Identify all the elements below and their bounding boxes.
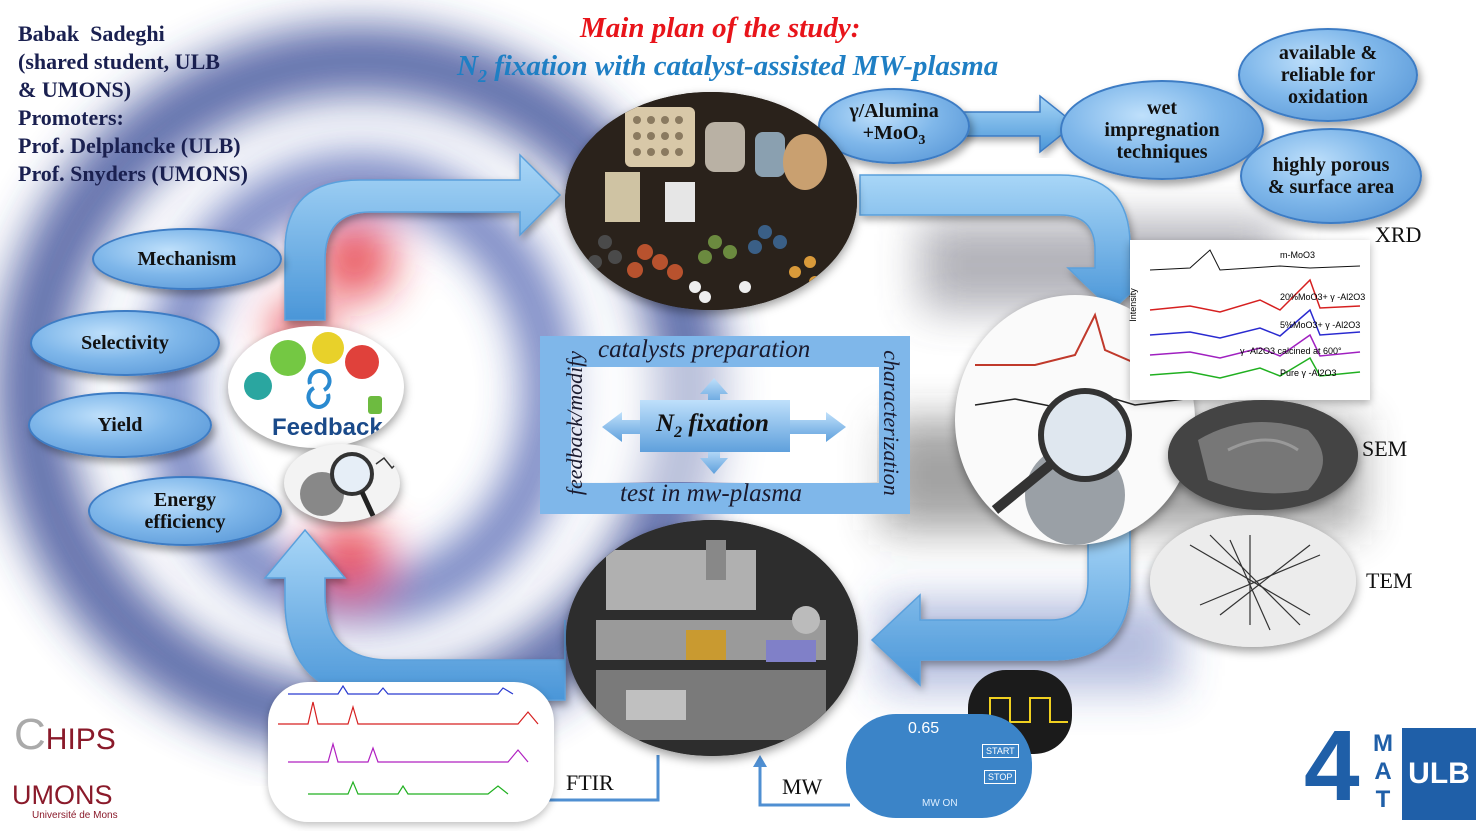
umons-subtitle: Université de Mons	[32, 810, 118, 821]
chips-c: C	[14, 710, 46, 759]
umons-logo: UMONS	[12, 780, 113, 810]
sem-illustration	[1168, 400, 1358, 510]
chips-logo: CHIPS	[14, 710, 116, 760]
xrd-label-calcined: γ -Al2O3 calcined at 600°	[1240, 346, 1342, 356]
arrow-bottom-right	[870, 519, 1131, 687]
mw-bottom-text: MW ON	[922, 798, 958, 809]
label-tem: TEM	[1366, 568, 1413, 593]
title-line2: N2 fixation with catalyst-assisted MW-pl…	[457, 50, 999, 86]
fourmat-ulb-logo: 4 MAT ULB	[1304, 716, 1476, 820]
ellipse-label: Yield	[97, 414, 143, 436]
xrd-label-pure: Pure γ -Al2O3	[1280, 368, 1337, 378]
ellipse-mechanism: Mechanism	[92, 228, 282, 290]
mw-start-button: START	[982, 744, 1019, 758]
molecule-magnifier-small	[284, 444, 400, 522]
center-n2-fixation: N2 fixation	[656, 410, 769, 441]
ellipse-yield: Yield	[28, 392, 212, 458]
ftir-connector	[512, 755, 660, 802]
ellipse-label: highly porous & surface area	[1267, 154, 1395, 198]
ellipse-available-reliable: available & reliable for oxidation	[1238, 28, 1418, 122]
arrow-top-left	[284, 153, 562, 321]
xrd-label-mmoo3: m-MoO3	[1280, 250, 1316, 260]
feedback-word: Feedback	[272, 414, 383, 441]
magnifier-illustration	[300, 452, 399, 520]
xrd-plot	[1149, 249, 1361, 379]
authors-block: Babak Sadeghi (shared student, ULB & UMO…	[18, 21, 248, 186]
xrd-label-5: 5%MoO3+ γ -Al2O3	[1280, 320, 1361, 330]
ellipse-energy-efficiency: Energy efficiency	[88, 476, 282, 546]
feedback-image: Feedback	[228, 326, 404, 448]
mw-connector	[758, 765, 850, 807]
title-line1: Main plan of the study:	[580, 12, 861, 44]
pellets-illustration	[565, 92, 857, 310]
mw-reading: 0.65	[908, 720, 940, 737]
characterization-illustration	[974, 312, 1186, 545]
ellipse-label: available & reliable for oxidation	[1278, 42, 1378, 108]
xrd-label-20: 20%MoO3+ γ -Al2O3	[1280, 292, 1366, 302]
label-xrd: XRD	[1375, 222, 1422, 247]
ftir-plot	[278, 684, 539, 795]
ellipse-label: Selectivity	[81, 332, 169, 354]
tem-image	[1150, 515, 1356, 647]
label-mw: MW	[782, 774, 823, 799]
ftir-spectra	[268, 682, 554, 822]
catalyst-line2: +MoO3	[862, 122, 926, 148]
catalyst-line1: γ/Alumina	[849, 100, 939, 122]
sem-image	[1168, 400, 1358, 510]
ellipse-highly-porous: highly porous & surface area	[1240, 128, 1422, 224]
label-ftir: FTIR	[566, 770, 614, 795]
cycle-top-label: catalysts preparation	[598, 336, 811, 363]
fourmat-4: 4	[1304, 710, 1360, 822]
ellipse-selectivity: Selectivity	[30, 310, 220, 376]
ellipse-label: Mechanism	[137, 248, 237, 270]
catalyst-pellets-photo	[565, 92, 857, 310]
ellipse-label: Energy efficiency	[144, 489, 226, 533]
fourmat-letters: MAT	[1373, 730, 1393, 813]
feedback-illustration	[244, 332, 382, 414]
xrd-chart: m-MoO3 20%MoO3+ γ -Al2O3 5%MoO3+ γ -Al2O…	[1128, 240, 1370, 400]
reactor-illustration	[566, 520, 858, 756]
ellipse-label: wet impregnation techniques	[1104, 97, 1220, 163]
ulb-text: ULB	[1408, 757, 1470, 790]
ellipse-catalyst: γ/Alumina +MoO3	[818, 88, 970, 164]
mw-stop-button: STOP	[984, 770, 1017, 784]
tem-illustration	[1150, 515, 1356, 647]
ellipse-wet-impregnation: wet impregnation techniques	[1060, 80, 1264, 180]
mw-generator-screen: 0.65 START STOP MW ON	[846, 714, 1032, 818]
cycle-bottom-label: test in mw-plasma	[620, 480, 802, 507]
square-wave	[976, 697, 1068, 723]
ulb-box: ULB	[1402, 728, 1476, 820]
label-sem: SEM	[1362, 436, 1408, 461]
chips-text: HIPS	[45, 723, 116, 756]
plasma-reactor-photo	[566, 520, 858, 756]
